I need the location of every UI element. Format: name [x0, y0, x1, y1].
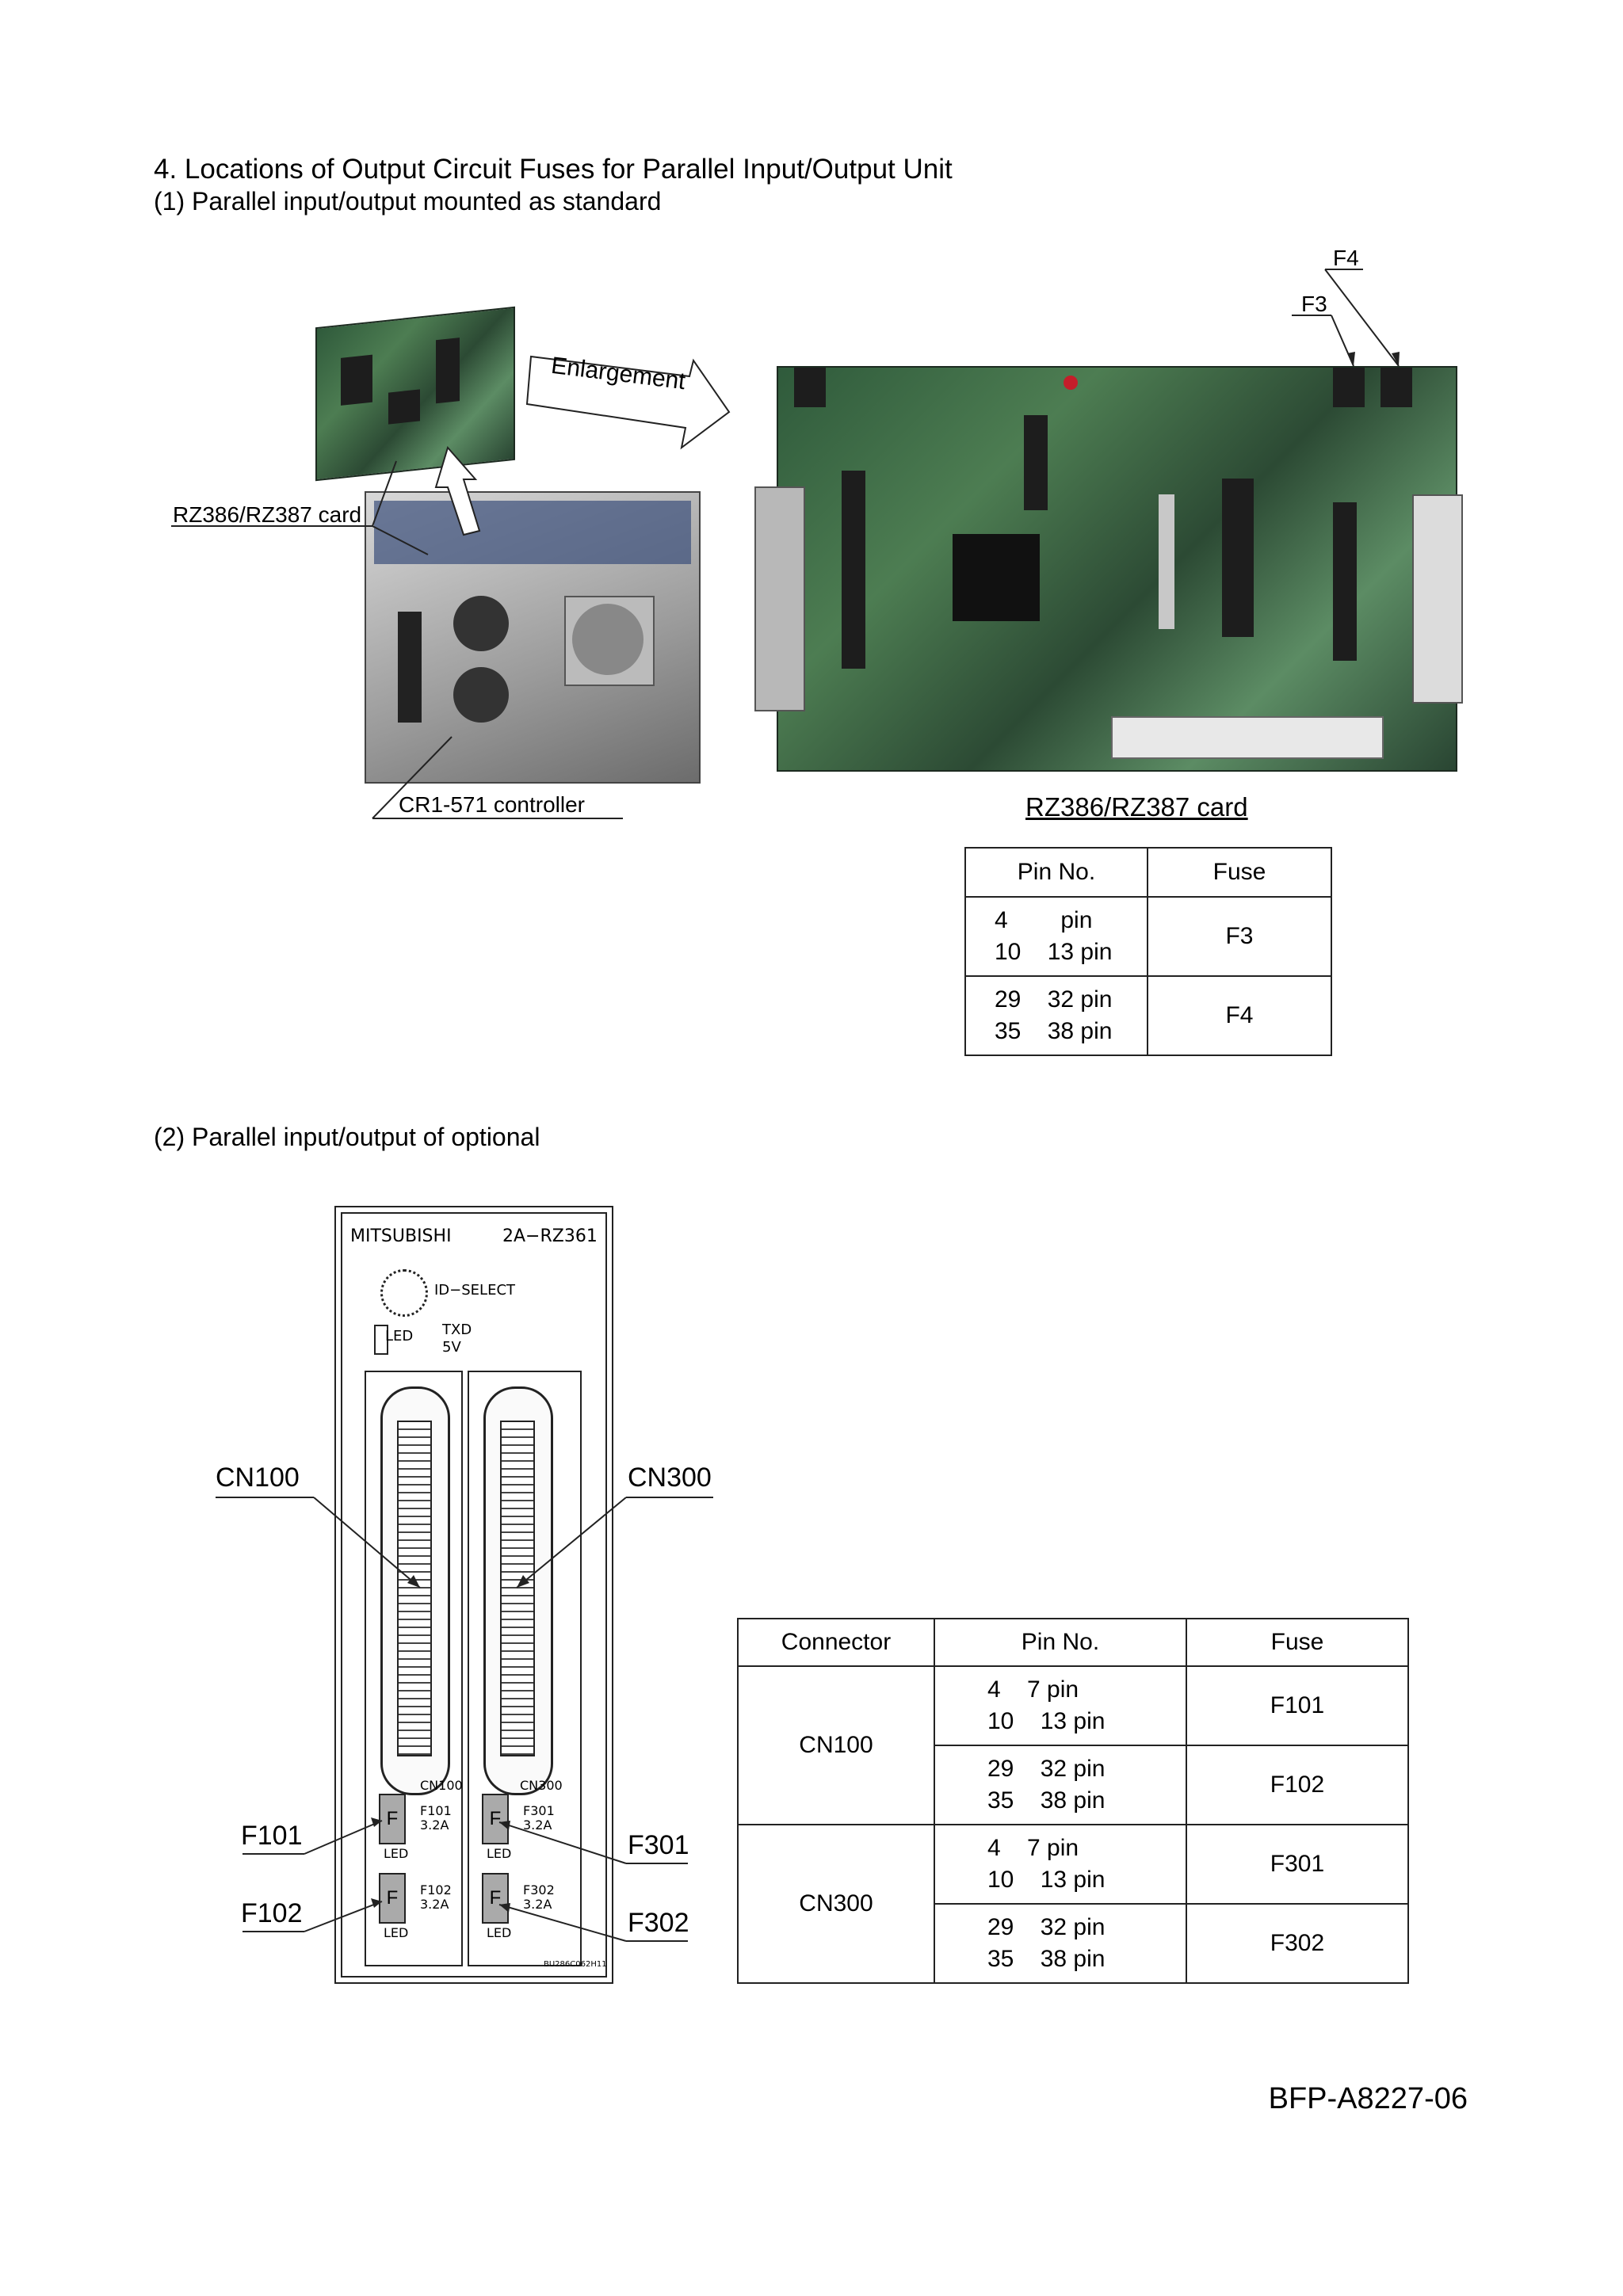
- rating-label: 3.2A: [523, 1897, 552, 1912]
- f102-callout: F102: [241, 1898, 303, 1928]
- cn100-small-label: CN100: [420, 1778, 463, 1793]
- led-label: LED: [385, 1328, 414, 1344]
- table-header: Fuse: [1186, 1618, 1409, 1667]
- f302-callout: F302: [628, 1908, 689, 1938]
- fuse-cell: F102: [1186, 1745, 1409, 1825]
- table-header: Fuse: [1147, 847, 1332, 898]
- cn300-connector: [483, 1386, 553, 1795]
- pin-range: 35 38 pin: [995, 1018, 1113, 1044]
- up-arrow: [434, 445, 481, 536]
- panel-model: 2A−RZ361: [502, 1226, 598, 1246]
- pin-range: 4 7 pin: [987, 1676, 1079, 1703]
- rating-label: 3.2A: [523, 1817, 552, 1833]
- section2-leaders: [216, 1497, 713, 1942]
- f3-label: F3: [1301, 292, 1327, 316]
- section1-heading: (1) Parallel input/output mounted as sta…: [154, 187, 662, 215]
- fuse-cell: F301: [1186, 1824, 1409, 1905]
- section1-fuse-table: Pin No. Fuse 4 pin 10 13 pin F3 29 32 pi…: [964, 847, 1332, 1056]
- cn100-connector: [380, 1386, 450, 1795]
- unit-panel: MITSUBISHI 2A−RZ361 ID−SELECT LED TXD 5V…: [334, 1206, 613, 1984]
- pin-range: 4 pin: [995, 907, 1093, 933]
- cn100-callout: CN100: [216, 1463, 300, 1493]
- f301-small-label: F301: [523, 1803, 555, 1818]
- f4-label: F4: [1333, 246, 1359, 270]
- f101-small-label: F101: [420, 1803, 452, 1818]
- connector-cell: CN300: [737, 1824, 935, 1984]
- 5v-label: 5V: [442, 1339, 461, 1356]
- pin-range: 10 13 pin: [995, 939, 1113, 965]
- id-select-dial: [380, 1269, 428, 1317]
- table-row: 29 32 pin 35 38 pin F102: [738, 1745, 1409, 1825]
- f302-fuse: F: [482, 1873, 509, 1924]
- table-header: Connector: [737, 1618, 935, 1667]
- f102-small-label: F102: [420, 1882, 452, 1897]
- large-card-photo: [754, 366, 1463, 772]
- controller-label: CR1-571 controller: [399, 792, 585, 817]
- led-label: LED: [384, 1846, 409, 1861]
- fuse-cell: F101: [1186, 1665, 1409, 1746]
- table-header: Pin No.: [934, 1618, 1187, 1667]
- table-row: 29 32 pin 35 38 pin F302: [738, 1903, 1409, 1984]
- section1-leaders: [171, 269, 1400, 819]
- f101-callout: F101: [241, 1821, 303, 1851]
- f102-fuse: F: [379, 1873, 406, 1924]
- f301-callout: F301: [628, 1830, 689, 1860]
- cn300-small-label: CN300: [520, 1778, 563, 1793]
- led-label: LED: [384, 1925, 409, 1940]
- section2-fuse-table: Connector Pin No. Fuse CN100 4 7 pin 10 …: [737, 1618, 1409, 1984]
- led-label: LED: [487, 1925, 512, 1940]
- section2-heading: (2) Parallel input/output of optional: [154, 1123, 540, 1151]
- table-row: 4 pin 10 13 pin F3: [964, 896, 1332, 977]
- txd-label: TXD: [442, 1322, 472, 1338]
- pin-range: 10 13 pin: [987, 1708, 1106, 1734]
- led-label: LED: [487, 1846, 512, 1861]
- card-small-label: RZ386/RZ387 card: [173, 502, 362, 527]
- panel-brand: MITSUBISHI: [350, 1226, 452, 1246]
- page-title: 4. Locations of Output Circuit Fuses for…: [154, 154, 953, 185]
- fuse-cell: F4: [1147, 975, 1332, 1056]
- pin-range: 35 38 pin: [987, 1787, 1106, 1814]
- document-code: BFP-A8227-06: [1268, 2082, 1468, 2115]
- cn300-callout: CN300: [628, 1463, 712, 1493]
- card-caption: RZ386/RZ387 card: [1025, 792, 1248, 822]
- table-row: 29 32 pin 35 38 pin F4: [964, 975, 1332, 1056]
- table-header: Pin No.: [964, 847, 1148, 898]
- id-select-label: ID−SELECT: [434, 1282, 516, 1299]
- rating-label: 3.2A: [420, 1897, 449, 1912]
- fuse-cell: F3: [1147, 896, 1332, 977]
- enlargement-arrow: [525, 355, 731, 450]
- f101-fuse: F: [379, 1794, 406, 1844]
- pin-range: 29 32 pin: [987, 1914, 1106, 1940]
- part-number: BU286C062H11: [544, 1960, 607, 1969]
- pin-range: 10 13 pin: [987, 1867, 1106, 1893]
- f301-fuse: F: [482, 1794, 509, 1844]
- pin-range: 29 32 pin: [995, 986, 1113, 1013]
- fuse-cell: F302: [1186, 1903, 1409, 1984]
- f302-small-label: F302: [523, 1882, 555, 1897]
- pin-range: 35 38 pin: [987, 1946, 1106, 1972]
- connector-cell: CN100: [737, 1665, 935, 1825]
- table-row: CN100 4 7 pin 10 13 pin F101: [737, 1665, 1409, 1825]
- table-row: CN300 4 7 pin 10 13 pin F301: [737, 1824, 1409, 1984]
- pin-range: 29 32 pin: [987, 1756, 1106, 1782]
- pin-range: 4 7 pin: [987, 1835, 1079, 1861]
- rating-label: 3.2A: [420, 1817, 449, 1833]
